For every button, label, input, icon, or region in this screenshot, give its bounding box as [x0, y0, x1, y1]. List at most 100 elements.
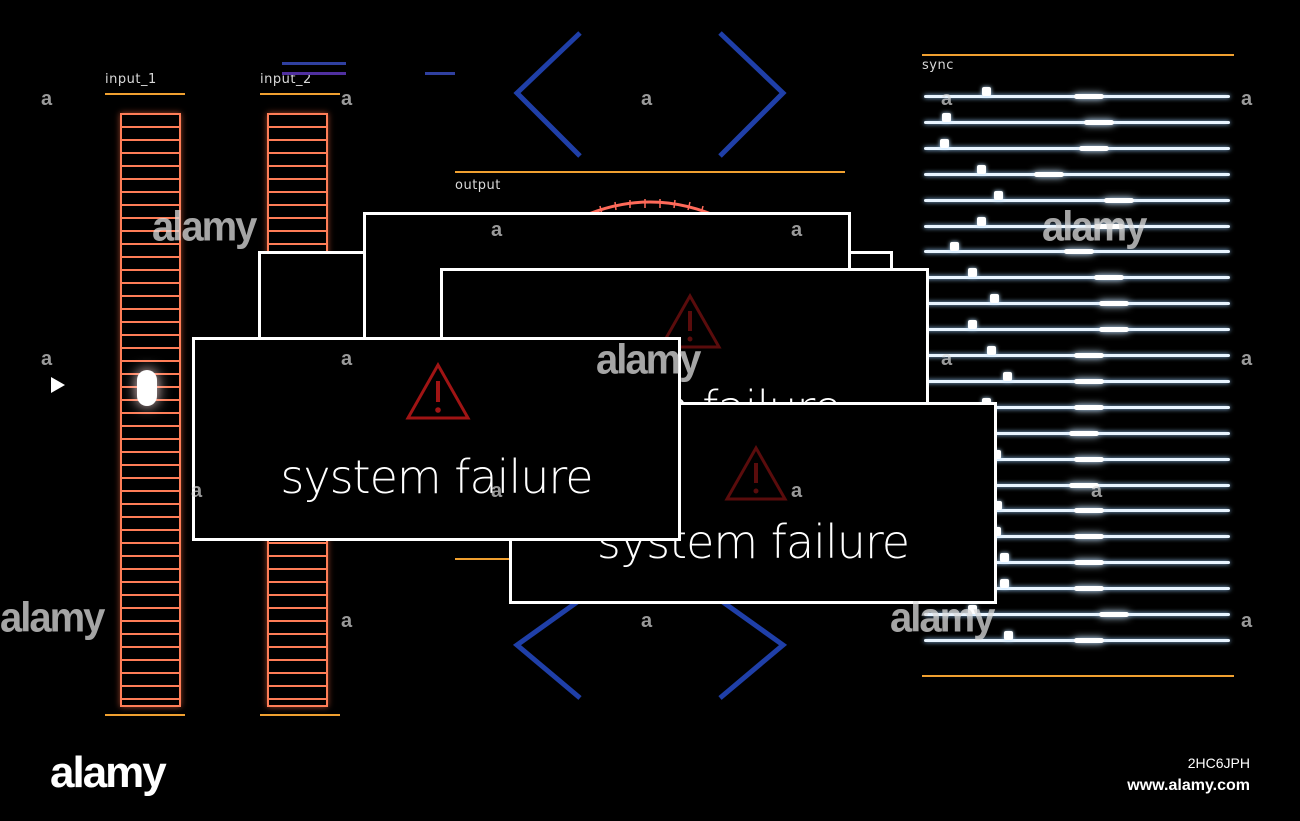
watermark-letter: a [941, 88, 953, 110]
sync-slider-thumb[interactable] [977, 216, 986, 226]
watermark-letter: a [1241, 88, 1253, 110]
sync-slider-glow [1034, 171, 1064, 177]
watermark-letter: a [641, 88, 653, 110]
watermark-brand: alamy [890, 594, 995, 642]
sync-slider-thumb[interactable] [940, 138, 949, 148]
watermark-brand: alamy [596, 336, 701, 384]
sync-slider-thumb[interactable] [982, 87, 991, 96]
input-2-label: input_2 [260, 72, 312, 87]
output-label: output [455, 178, 501, 193]
sync-slider-thumb[interactable] [990, 294, 999, 304]
watermark-letter: a [491, 480, 503, 502]
image-id: 2HC6JPH [1187, 755, 1250, 771]
sync-slider-thumb[interactable] [968, 320, 977, 330]
sync-slider-glow [1099, 301, 1129, 307]
play-icon[interactable] [50, 376, 66, 394]
sync-slider-glow [1074, 378, 1104, 384]
sync-slider-glow [1099, 612, 1129, 617]
watermark-letter: a [491, 219, 503, 241]
watermark-letter: a [1241, 348, 1253, 370]
sync-slider-thumb[interactable] [1000, 579, 1009, 589]
sync-slider-glow [1074, 404, 1104, 410]
header-bar-3 [425, 72, 455, 75]
sync-slider-glow [1074, 456, 1104, 462]
sync-slider-glow [1084, 119, 1114, 125]
sync-slider-thumb[interactable] [942, 112, 951, 122]
input-1-bottom-rule [105, 714, 185, 716]
chevron-right-icon [718, 600, 788, 700]
watermark-letter: a [191, 480, 203, 502]
sync-slider-thumb[interactable] [1003, 371, 1012, 381]
site-url: www.alamy.com [1127, 777, 1250, 794]
sync-slider-glow [1074, 94, 1104, 99]
watermark-letter: a [791, 480, 803, 502]
brand-logo: alamy [50, 748, 167, 797]
watermark-letter: a [341, 610, 353, 632]
watermark-letter: a [341, 348, 353, 370]
watermark-letter: a [641, 610, 653, 632]
sync-slider-glow [1069, 430, 1099, 436]
sync-slider-track [924, 224, 1230, 228]
sync-slider-glow [1074, 508, 1104, 514]
input-1-label: input_1 [105, 72, 157, 87]
sync-slider-thumb[interactable] [1004, 630, 1013, 640]
sync-slider-glow [1069, 482, 1099, 488]
bottom-chevrons [512, 600, 788, 700]
sync-slider-glow [1064, 249, 1094, 255]
watermark-brand: alamy [0, 594, 105, 642]
watermark-letter: a [941, 348, 953, 370]
warning-icon [658, 293, 722, 349]
input-2-bottom-rule [260, 714, 340, 716]
sync-slider-glow [1074, 534, 1104, 540]
sync-slider-track [924, 198, 1230, 202]
sync-slider-track [924, 172, 1230, 176]
sync-slider-thumb[interactable] [968, 268, 977, 278]
sync-top-rule [922, 54, 1234, 56]
sync-slider-track [924, 146, 1230, 150]
sync-bottom-rule [922, 675, 1234, 677]
warning-icon [405, 362, 471, 420]
top-chevrons [513, 31, 787, 158]
output-top-rule [455, 171, 845, 173]
sync-slider-glow [1079, 145, 1109, 151]
chevron-left-icon [513, 31, 582, 158]
sync-slider-glow [1094, 275, 1124, 281]
watermark-letter: a [41, 88, 53, 110]
sync-label: sync [922, 58, 954, 73]
header-bar-1 [282, 62, 346, 65]
sync-slider-thumb[interactable] [1000, 553, 1009, 563]
sync-slider-track [924, 120, 1230, 124]
sync-slider-thumb[interactable] [994, 190, 1003, 200]
sync-slider-thumb[interactable] [993, 501, 1002, 511]
sync-slider-glow [1074, 560, 1104, 566]
watermark-brand: alamy [152, 203, 257, 251]
watermark-brand: alamy [1042, 203, 1147, 251]
input-2-top-rule [260, 93, 340, 95]
input-1-top-rule [105, 93, 185, 95]
watermark-letter: a [341, 88, 353, 110]
chevron-right-icon [718, 31, 787, 158]
warning-icon [724, 445, 788, 501]
sync-slider-thumb[interactable] [977, 164, 986, 174]
input-1-slider-handle[interactable] [137, 370, 157, 406]
watermark-letter: a [791, 219, 803, 241]
sync-slider-thumb[interactable] [968, 605, 977, 614]
chevron-left-icon [512, 600, 582, 700]
sync-slider-track [924, 328, 1230, 332]
sync-slider-glow [1099, 327, 1129, 333]
error-dialog-front[interactable]: system failure [192, 337, 681, 541]
sync-slider-thumb[interactable] [987, 346, 996, 355]
watermark-letter: a [1091, 480, 1103, 502]
header-bar-2 [282, 72, 346, 75]
sync-slider-glow [1074, 586, 1104, 592]
input-1-meter [120, 113, 181, 707]
watermark-letter: a [1241, 610, 1253, 632]
error-message: system failure [280, 450, 593, 504]
sync-slider-track [924, 613, 1230, 616]
sync-slider-track [924, 302, 1230, 306]
output-bottom-rule [455, 558, 510, 560]
sync-slider-track [924, 276, 1230, 280]
sync-slider-glow [1104, 197, 1134, 203]
watermark-letter: a [41, 348, 53, 370]
sync-slider-thumb[interactable] [950, 242, 959, 252]
